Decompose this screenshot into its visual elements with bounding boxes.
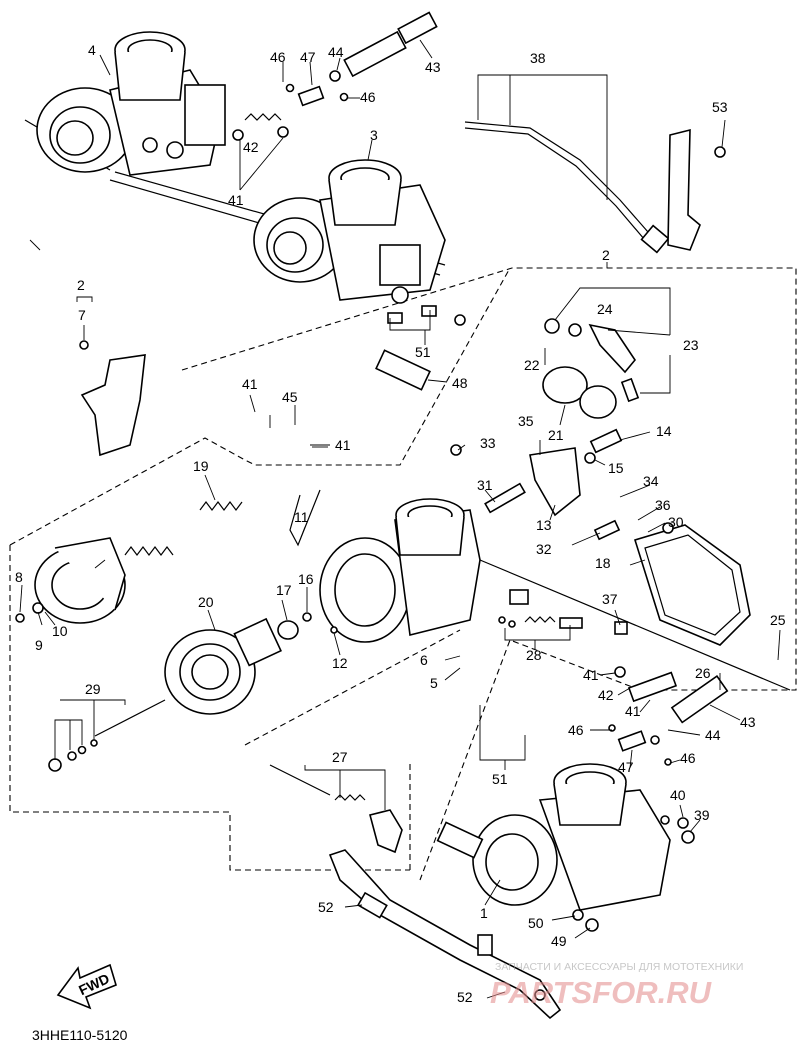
callout-39: 39 (694, 807, 710, 823)
callout-16: 16 (298, 571, 314, 587)
callout-11: 11 (294, 509, 309, 525)
watermark: ЗАПЧАСТИ И АКСЕССУАРЫ ДЛЯ МОТОТЕХНИКИ PA… (490, 961, 743, 1010)
callout-50: 50 (528, 915, 544, 931)
callout-52: 52 (457, 989, 473, 1005)
callout-41: 41 (625, 703, 641, 719)
diaphragm-cover-10 (15, 537, 126, 624)
callout-46: 46 (360, 89, 376, 105)
callout-labels: 4 3 46 47 44 46 43 38 53 42 41 2 2 7 51 … (15, 42, 786, 1005)
callout-42: 42 (598, 687, 614, 703)
carburetor-3 (253, 159, 446, 304)
callout-1: 1 (480, 905, 488, 921)
callout-52: 52 (318, 899, 334, 915)
callout-46: 46 (270, 49, 286, 65)
callout-12: 12 (332, 655, 348, 671)
bracket-53 (667, 128, 726, 251)
fitting-47-top (285, 70, 349, 107)
callout-35: 35 (518, 413, 534, 429)
throttle-linkage-52 (328, 849, 562, 1020)
callout-9: 9 (35, 637, 43, 653)
carburetor-4 (36, 31, 226, 176)
callout-45: 45 (282, 389, 298, 405)
callout-8: 8 (15, 569, 23, 585)
throttle-cable-38 (464, 121, 670, 254)
callout-14: 14 (656, 423, 672, 439)
callout-44: 44 (705, 727, 721, 743)
callout-41: 41 (335, 437, 351, 453)
callout-17: 17 (276, 582, 292, 598)
callout-49: 49 (551, 933, 567, 949)
callout-30: 30 (668, 514, 684, 530)
callout-19: 19 (193, 458, 209, 474)
watermark-brand: PARTSFOR.RU (490, 975, 713, 1010)
fuel-pipe-43-top (343, 11, 438, 78)
callout-10: 10 (52, 623, 68, 639)
piston-20 (164, 612, 338, 715)
needle-set-29 (48, 699, 166, 772)
callout-38: 38 (530, 50, 546, 66)
callout-18: 18 (595, 555, 611, 571)
watermark-tagline: ЗАПЧАСТИ И АКСЕССУАРЫ ДЛЯ МОТОТЕХНИКИ (495, 961, 743, 973)
callout-25: 25 (770, 612, 786, 628)
callout-3: 3 (370, 127, 378, 143)
callout-2: 2 (602, 247, 610, 263)
callout-43: 43 (425, 59, 441, 75)
callout-44: 44 (328, 44, 344, 60)
callout-31: 31 (477, 477, 493, 493)
callout-22: 22 (524, 357, 540, 373)
callout-47: 47 (618, 759, 634, 775)
callout-51: 51 (492, 771, 508, 787)
callout-33: 33 (480, 435, 496, 451)
callout-21: 21 (548, 427, 564, 443)
callout-53: 53 (712, 99, 728, 115)
callout-20: 20 (198, 594, 214, 610)
callout-27: 27 (332, 749, 348, 765)
callout-15: 15 (608, 460, 624, 476)
callout-48: 48 (452, 375, 468, 391)
callout-37: 37 (602, 591, 618, 607)
spring-19 (124, 501, 243, 556)
top-carburetor-bank (24, 11, 466, 391)
callout-28: 28 (526, 647, 542, 663)
leader-lines (19, 39, 781, 999)
callout-51: 51 (415, 344, 431, 360)
callout-4: 4 (88, 42, 96, 58)
fwd-arrow-icon: FWD (56, 963, 117, 1010)
jet-set-27 (269, 764, 403, 854)
callout-24: 24 (597, 301, 613, 317)
carburetor-1-bottom (436, 763, 695, 932)
float-bowl-18 (633, 522, 751, 646)
callout-42: 42 (243, 139, 259, 155)
callout-29: 29 (85, 681, 101, 697)
callout-40: 40 (670, 787, 686, 803)
callout-41: 41 (228, 192, 244, 208)
callout-34: 34 (643, 473, 659, 489)
choke-parts-group (529, 318, 640, 541)
callout-46: 46 (568, 722, 584, 738)
callout-43: 43 (740, 714, 756, 730)
callout-13: 13 (536, 517, 552, 533)
callout-32: 32 (536, 541, 552, 557)
callout-41: 41 (583, 667, 599, 683)
callout-26: 26 (695, 665, 711, 681)
bracket-7 (79, 340, 146, 457)
callout-23: 23 (683, 337, 699, 353)
callout-36: 36 (655, 497, 671, 513)
callout-47: 47 (300, 49, 316, 65)
callout-2-left: 2 (77, 277, 85, 293)
pipe-set-right (608, 666, 729, 766)
callout-6: 6 (420, 652, 428, 668)
callout-7: 7 (78, 307, 86, 323)
figure-code: 3HHE110-5120 (32, 1027, 128, 1043)
callout-5: 5 (430, 675, 438, 691)
carburetor-1-center-exploded (289, 444, 791, 691)
callout-41: 41 (242, 376, 258, 392)
callout-46: 46 (680, 750, 696, 766)
